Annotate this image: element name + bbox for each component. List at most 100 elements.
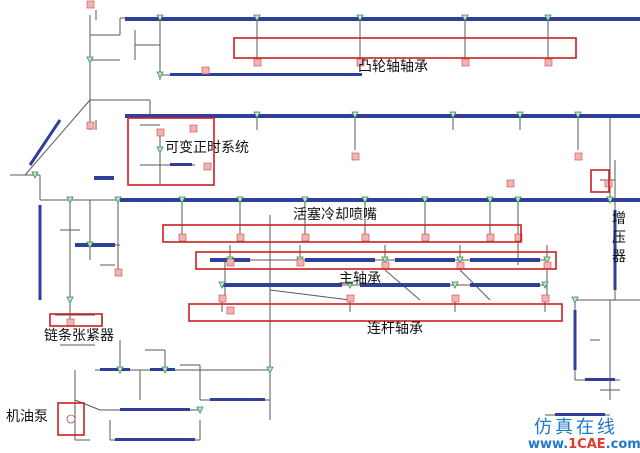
junction-node: [218, 281, 226, 289]
pipe-segment: [475, 17, 640, 21]
oil-pump-icon: [66, 414, 76, 424]
watermark-url-suffix: .com: [605, 437, 640, 452]
terminal-blocks: [66, 0, 613, 424]
terminal-block: [86, 121, 95, 130]
terminal-block: [356, 58, 365, 67]
terminal-block: [218, 294, 227, 303]
junction-node: [156, 71, 164, 79]
terminal-block: [541, 294, 550, 303]
terminal-block: [514, 233, 523, 242]
junction-node: [421, 196, 429, 204]
terminal-block: [574, 152, 583, 161]
label-main-bearing: 主轴承: [339, 271, 381, 287]
junction-node: [571, 296, 579, 304]
junction-node: [66, 296, 74, 304]
pipe-segment: [470, 283, 540, 287]
pipe-segment: [585, 114, 640, 118]
label-vvt-system: 可变正时系统: [165, 140, 249, 156]
junction-node: [86, 56, 94, 64]
pipe-segment: [528, 114, 640, 118]
terminal-block: [421, 233, 430, 242]
junction-node: [356, 14, 364, 22]
terminal-block: [86, 0, 95, 9]
junction-node: [449, 111, 457, 119]
terminal-block: [253, 58, 262, 67]
pipe-segment: [170, 163, 192, 166]
box-conrod-bearing: [188, 303, 563, 322]
pipe-segment: [558, 17, 640, 21]
watermark-logo: 仿真在线 www.1CAE.com: [528, 413, 640, 452]
junction-node: [461, 14, 469, 22]
watermark-url-brand: 1CAE: [568, 437, 606, 452]
junction-node: [253, 111, 261, 119]
box-chain-tensioner: [49, 313, 103, 327]
pipe-segment: [120, 408, 190, 411]
terminal-block: [461, 58, 470, 67]
label-oil-pump: 机油泵: [6, 409, 48, 425]
box-vvt-system: [127, 117, 215, 186]
terminal-block: [156, 128, 165, 137]
pipe-segment: [585, 378, 615, 381]
box-cam-bearing: [233, 37, 577, 59]
junction-node: [543, 256, 551, 264]
watermark-cn-text: 仿真在线: [534, 417, 618, 438]
terminal-block: [203, 162, 212, 171]
terminal-block: [189, 124, 198, 133]
junction-node: [86, 241, 94, 249]
pipe-segments: [28, 17, 640, 441]
junction-node: [301, 196, 309, 204]
pipe-segment: [395, 258, 455, 262]
pipe-segment: [360, 283, 450, 287]
pipe-segment: [210, 398, 265, 401]
pipe-line: [269, 289, 351, 301]
pipe-segment: [470, 258, 540, 262]
junction-node: [178, 196, 186, 204]
label-piston-cooling-jet: 活塞冷却喷嘴: [293, 207, 377, 223]
terminal-block: [226, 258, 235, 267]
junction-node: [156, 146, 164, 154]
label-turbo-2: 压: [612, 230, 626, 246]
pipe-segment: [528, 198, 640, 202]
pipe-segment-diagonal: [28, 119, 62, 166]
terminal-block: [296, 258, 305, 267]
junction-node: [606, 196, 614, 204]
terminal-block: [114, 268, 123, 277]
junction-node: [31, 171, 39, 179]
junction-node: [236, 196, 244, 204]
junction-node: [514, 196, 522, 204]
terminal-block: [346, 294, 355, 303]
pipe-segment: [100, 368, 130, 371]
terminal-block: [381, 261, 390, 270]
junction-node: [456, 256, 464, 264]
highlight-boxes: [49, 37, 610, 436]
junction-node: [361, 196, 369, 204]
terminal-block: [351, 152, 360, 161]
terminal-block: [451, 294, 460, 303]
junction-node: [451, 281, 459, 289]
pipe-line: [24, 99, 91, 176]
terminal-block: [301, 233, 310, 242]
label-cam-bearing: 凸轮轴轴承: [358, 59, 428, 75]
pipe-segment: [170, 73, 362, 76]
pipe-segment: [222, 283, 342, 287]
terminal-block: [543, 261, 552, 270]
junction-node: [196, 406, 204, 414]
terminal-block: [226, 306, 235, 315]
junction-node: [351, 111, 359, 119]
junction-node: [574, 111, 582, 119]
terminal-block: [456, 261, 465, 270]
pipe-line: [74, 399, 101, 411]
junction-node: [161, 366, 169, 374]
pipe-segment: [75, 243, 115, 247]
junction-node: [544, 14, 552, 22]
junction-node: [541, 281, 549, 289]
box-piston-cooling-jet: [162, 224, 522, 243]
terminal-block: [178, 233, 187, 242]
junction-node: [516, 111, 524, 119]
junction-node: [266, 366, 274, 374]
pipe-segment: [94, 176, 114, 180]
terminal-block: [506, 179, 515, 188]
pipe-segment: [555, 413, 605, 416]
pipe-segment: [305, 258, 375, 262]
